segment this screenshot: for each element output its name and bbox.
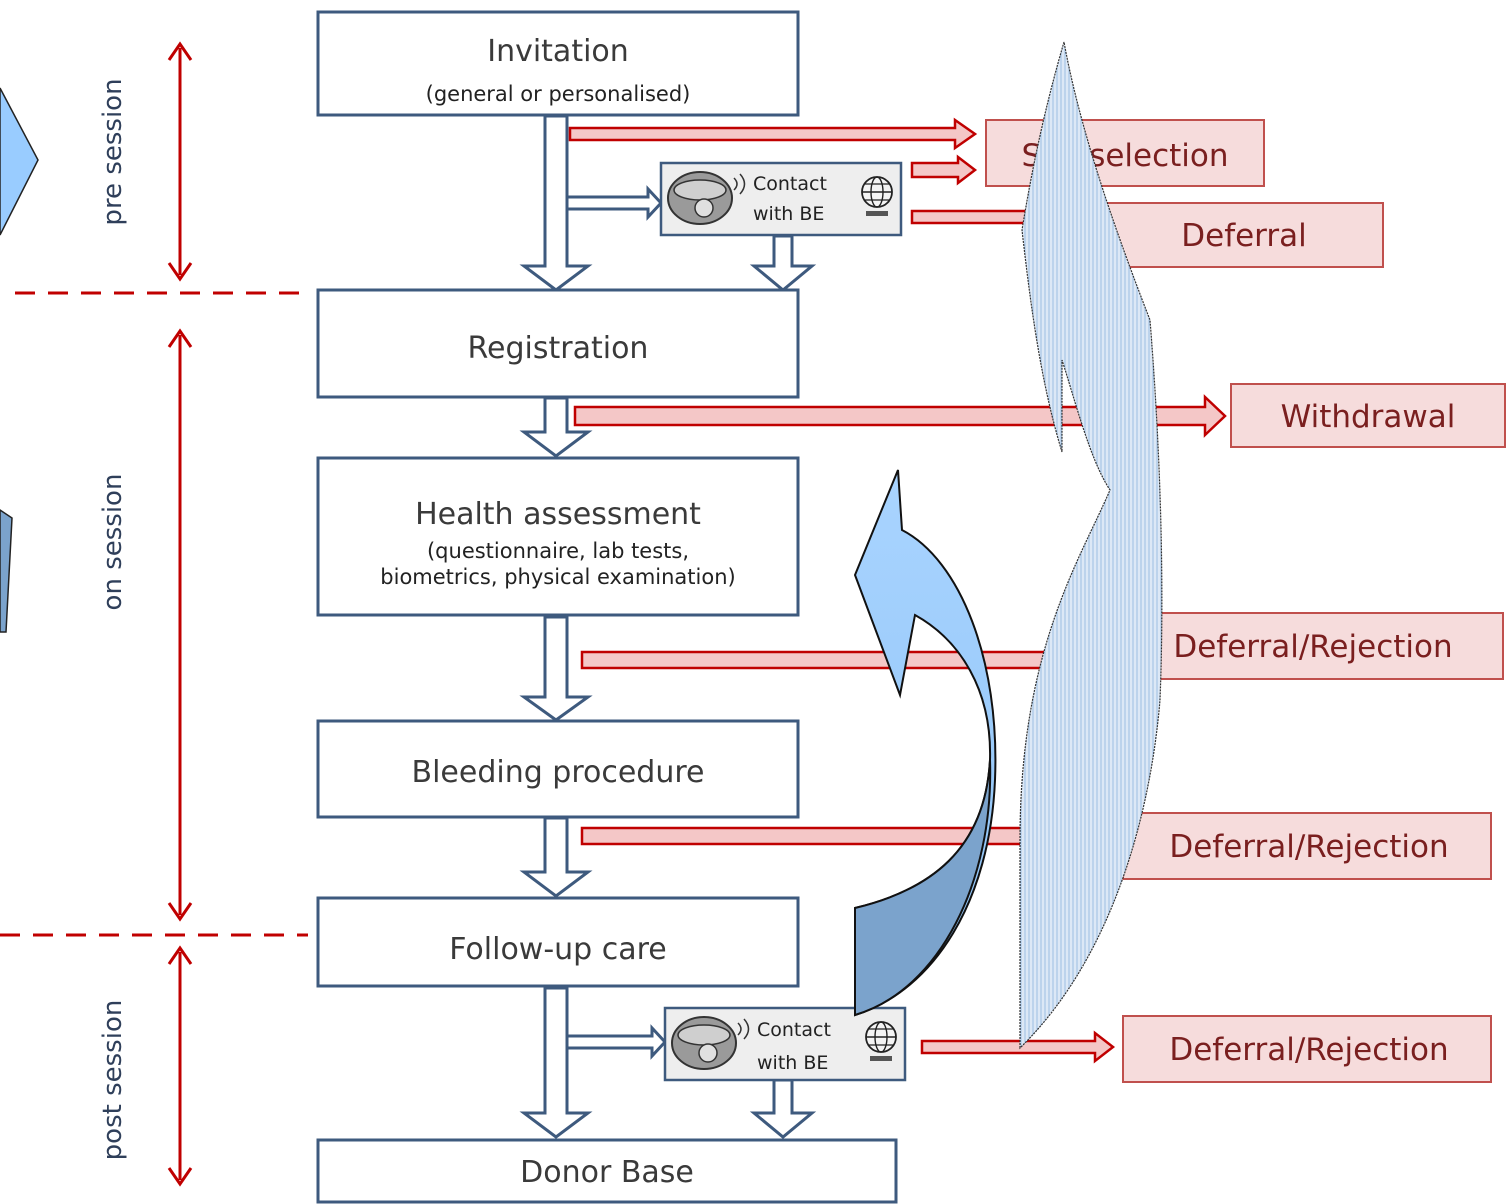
deferral-rejection-label-2: Deferral/Rejection: [1169, 829, 1448, 865]
flow-arrow-bleeding-followup: [519, 816, 593, 898]
deferral-rejection-box-2: [1122, 812, 1492, 880]
phase-arrow-pre: [167, 41, 193, 282]
invitation-title: Invitation: [487, 34, 629, 69]
invitation-subtitle: (general or personalised): [426, 82, 691, 106]
phase-separators: [0, 291, 308, 937]
bleeding-procedure-title: Bleeding procedure: [411, 755, 704, 790]
phase-label-on: on session: [98, 474, 128, 611]
left-chevron-lower: [0, 509, 13, 633]
deferral-rejection-label-3: Deferral/Rejection: [1169, 1032, 1448, 1068]
flow-arrow-invitation-registration: [519, 114, 593, 292]
feedback-arrows: [853, 41, 1163, 1050]
phase-label-pre: pre session: [98, 78, 128, 225]
contact-box-top: Contact with BE: [659, 161, 903, 237]
globe-icon: [865, 1021, 897, 1061]
withdrawal-label: Withdrawal: [1281, 399, 1456, 435]
left-chevron-shapes: [0, 87, 39, 633]
health-assessment-subtitle-2: biometrics, physical examination): [380, 565, 735, 589]
phase-range-arrows: [167, 41, 193, 1187]
red-arrow-contact-self-selection: [910, 154, 978, 186]
contact-top-line2: with BE: [753, 203, 824, 225]
flow-arrow-contact-donorbase: [749, 1078, 817, 1139]
health-assessment-subtitle-1: (questionnaire, lab tests,: [427, 539, 689, 563]
flow-arrow-followup-donorbase: [519, 986, 593, 1139]
contact-bottom-line1: Contact: [757, 1019, 831, 1041]
registration-title: Registration: [468, 331, 649, 366]
phase-label-post: post session: [98, 1000, 128, 1161]
deferral-rejection-box-1: [1122, 612, 1504, 680]
followup-care-title: Follow-up care: [449, 932, 667, 967]
deferral-rejection-box-3: [1122, 1015, 1492, 1083]
registration-box: [316, 288, 800, 399]
deferral-label: Deferral: [1181, 218, 1306, 254]
donor-base-box: [316, 1138, 898, 1204]
curved-arrow-blue-shadow: [854, 759, 992, 1017]
flow-arrow-to-contact-bottom: [565, 1024, 668, 1060]
bleeding-procedure-box: [316, 719, 800, 819]
process-boxes: [316, 10, 898, 1204]
withdrawal-box: [1230, 383, 1506, 448]
telephone-icon: [671, 1016, 750, 1070]
globe-icon: [861, 176, 893, 216]
flow-arrow-registration-health: [519, 396, 593, 458]
flow-arrow-health-bleeding: [519, 615, 593, 722]
red-arrow-self-selection: [568, 117, 978, 151]
flow-arrow-contact-registration: [749, 234, 817, 292]
contact-bottom-line2: with BE: [757, 1052, 828, 1074]
followup-care-box: [316, 896, 800, 988]
phase-arrow-on: [167, 328, 193, 922]
flow-arrows: [519, 114, 817, 1139]
telephone-icon: [667, 171, 746, 225]
curved-arrow-hatched-large: [1019, 41, 1163, 1050]
flow-arrow-to-contact-top: [565, 185, 664, 221]
health-assessment-box: [316, 456, 800, 617]
phase-arrow-post: [167, 945, 193, 1187]
red-arrow-deferral-rejection-1: [580, 639, 1105, 681]
left-chevron-upper: [0, 87, 39, 236]
red-arrow-deferral-rejection-3: [920, 1030, 1116, 1064]
donor-base-title: Donor Base: [520, 1155, 694, 1190]
outcome-boxes: [985, 119, 1506, 1083]
contact-box-bottom: Contact with BE: [663, 1006, 907, 1082]
contact-top-line1: Contact: [753, 173, 827, 195]
health-assessment-title: Health assessment: [415, 497, 701, 532]
deferral-rejection-label-1: Deferral/Rejection: [1173, 629, 1452, 665]
invitation-box: [316, 10, 800, 117]
red-arrow-withdrawal: [573, 394, 1227, 438]
